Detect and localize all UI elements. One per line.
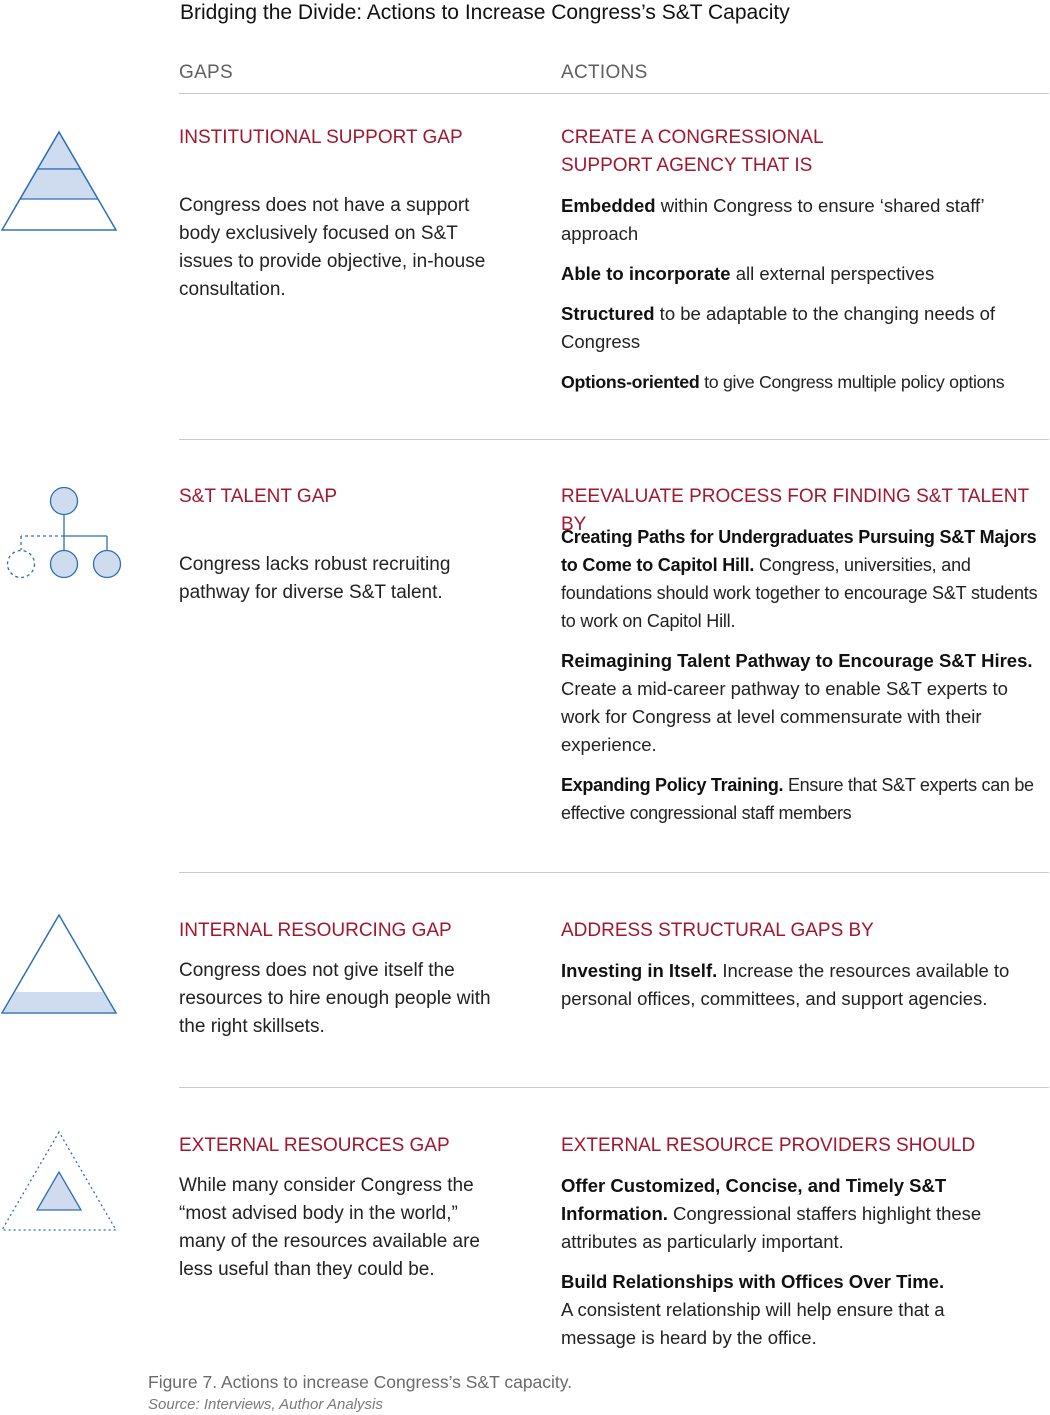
action-item-text: Create a mid-career pathway to enable S&… — [561, 678, 1008, 755]
action-item-bold: Creating Paths for Undergraduates Pursui… — [561, 527, 1037, 575]
gap-title-external: EXTERNAL RESOURCES GAP — [179, 1135, 450, 1156]
action-title-line-1: CREATE A CONGRESSIONAL — [561, 127, 824, 148]
actions-column-header: ACTIONS — [561, 62, 648, 83]
row-divider — [179, 1087, 1049, 1088]
action-item-text: Increase the resources available to pers… — [561, 960, 1010, 1009]
action-item: Reimagining Talent Pathway to Encourage … — [561, 647, 1041, 759]
action-item-bold: Options-oriented — [561, 372, 700, 392]
action-item: Investing in Itself. Increase the resour… — [561, 957, 1049, 1013]
action-item-text: to be adaptable to the changing needs of… — [561, 303, 996, 352]
action-title-line-2: SUPPORT AGENCY THAT IS — [561, 155, 813, 176]
action-item-text: all external perspectives — [730, 263, 935, 284]
action-item-bold: Embedded — [561, 195, 656, 216]
figure-title: Bridging the Divide: Actions to Increase… — [180, 1, 790, 24]
action-item-text: Congress, universities, and foundations … — [561, 555, 1038, 631]
action-item: Build Relationships with Offices Over Ti… — [561, 1268, 1001, 1352]
action-item: Structured to be adaptable to the changi… — [561, 300, 1050, 356]
action-item: Options-oriented to give Congress multip… — [561, 368, 1050, 396]
action-item-bold: Able to incorporate — [561, 263, 731, 284]
action-title-talent: REEVALUATE PROCESS FOR FINDING S&T TALEN… — [561, 486, 1029, 535]
action-item: Expanding Policy Training. Ensure that S… — [561, 771, 1041, 827]
action-item-bold: Structured — [561, 303, 655, 324]
gap-title-talent: S&T TALENT GAP — [179, 486, 338, 507]
gap-title-internal: INTERNAL RESOURCING GAP — [179, 920, 452, 941]
action-item-text: to give Congress multiple policy options — [699, 372, 1005, 392]
gap-text-talent: Congress lacks robust recruiting pathway… — [179, 554, 451, 603]
row-divider — [179, 439, 1049, 440]
gap-text-external: While many consider Congress the “most a… — [179, 1175, 480, 1280]
action-title-internal: ADDRESS STRUCTURAL GAPS BY — [561, 920, 874, 941]
figure-caption: Figure 7. Actions to increase Congress’s… — [148, 1372, 573, 1392]
pyramid-layers-icon — [0, 130, 118, 231]
nested-triangle-icon — [0, 1130, 118, 1231]
header-divider — [179, 93, 1049, 94]
action-item: Offer Customized, Concise, and Timely S&… — [561, 1172, 1031, 1256]
action-item-text: Ensure that S&T experts can be effective… — [561, 775, 1034, 823]
gap-title-institutional: INSTITUTIONAL SUPPORT GAP — [179, 127, 463, 148]
action-item-bold: Investing in Itself. — [561, 960, 718, 981]
figure-source: Source: Interviews, Author Analysis — [148, 1396, 383, 1413]
gap-text-internal: Congress does not give itself the resour… — [179, 960, 491, 1037]
action-title-external: EXTERNAL RESOURCE PROVIDERS SHOULD — [561, 1135, 976, 1156]
row-divider — [179, 872, 1049, 873]
action-item-bold: Offer Customized, Concise, and Timely S&… — [561, 1175, 947, 1224]
action-item-text: Congressional staffers highlight these a… — [561, 1203, 982, 1252]
action-item-bold: Expanding Policy Training. — [561, 775, 784, 795]
action-item-bold: Reimagining Talent Pathway to Encourage … — [561, 650, 1033, 671]
action-item: Creating Paths for Undergraduates Pursui… — [561, 523, 1041, 635]
org-chart-icon — [6, 486, 122, 579]
gaps-column-header: GAPS — [179, 62, 233, 83]
triangle-base-fill-icon — [0, 913, 118, 1014]
action-item-bold: Build Relationships with Offices Over Ti… — [561, 1271, 945, 1292]
gap-text-institutional: Congress does not have a support body ex… — [179, 195, 486, 300]
action-item: Able to incorporate all external perspec… — [561, 260, 1050, 288]
action-item-text: within Congress to ensure ‘shared staff’… — [561, 195, 984, 244]
action-item: Embedded within Congress to ensure ‘shar… — [561, 192, 1050, 248]
action-item-text: A consistent relationship will help ensu… — [561, 1299, 945, 1348]
